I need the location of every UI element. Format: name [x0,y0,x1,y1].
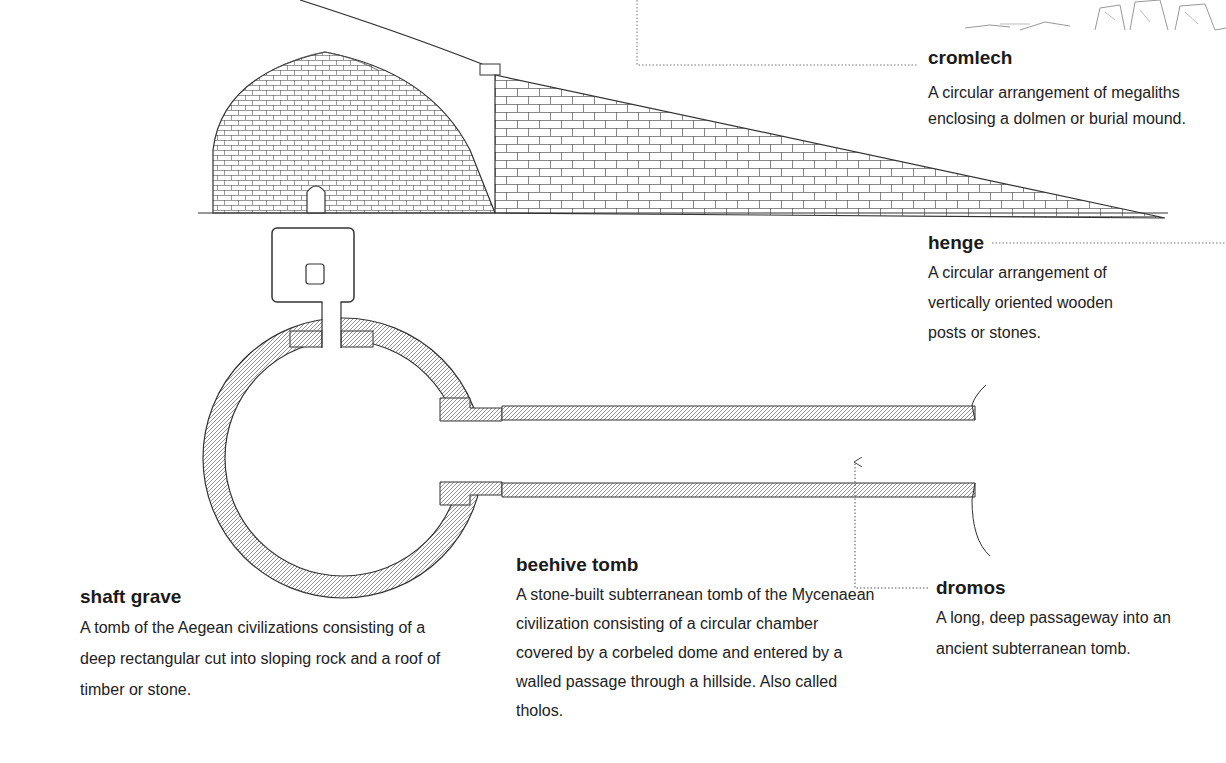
passage-wall-right [341,331,373,347]
entrance-opening [452,421,502,482]
passage-edges [322,302,341,348]
entrance-jamb-upper [440,398,502,421]
term-heading: beehive tomb [516,553,638,577]
passage-wall-left [290,331,322,347]
henge-leader [992,243,1226,244]
doorway [307,186,325,213]
picture-fragment [965,0,1226,30]
definition-text: A tomb of the Aegean civilizations consi… [80,612,458,705]
rock-sketch [965,22,1070,30]
dromos-leader [855,462,928,588]
ground-line [198,212,1168,213]
stone-sketch [1095,0,1226,30]
definition-text: A stone-built subterranean tomb of the M… [516,580,878,725]
capstone [480,64,500,75]
dromos-wall-upper [502,406,975,420]
dromos-wall-lower [502,483,975,497]
cromlech-leader [637,0,918,65]
term-heading: dromos [936,576,1006,600]
chamber-pit [306,264,324,284]
term-heading: shaft grave [80,585,181,609]
definition-text: A circular arrangement of vertically ori… [928,258,1150,348]
dome-apex-courses [272,52,378,70]
shading-sketch [1000,10,1198,24]
definition-text: A long, deep passageway into an ancient … [936,602,1208,664]
term-heading: cromlech [928,46,1012,70]
term-heading: henge [928,231,984,255]
side-chamber [272,228,354,302]
break-lines [972,385,990,556]
definition-text: A circular arrangement of megaliths encl… [928,80,1222,132]
entrance-jamb-lower [440,482,502,505]
dome-elevation [213,52,495,213]
tholos-wall-plan [203,318,483,598]
passage-opening [323,300,341,350]
